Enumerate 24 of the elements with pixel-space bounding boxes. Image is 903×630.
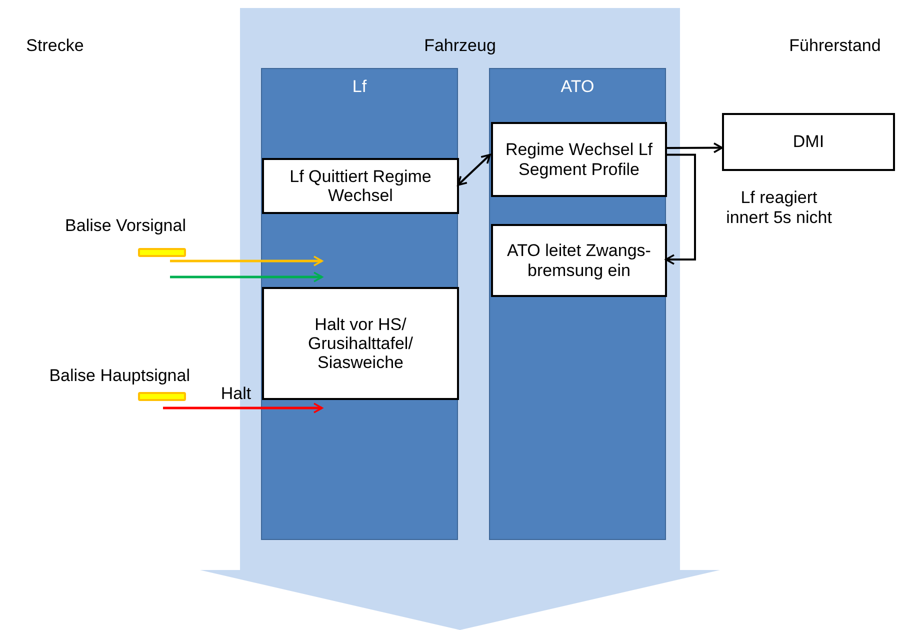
balise-label: Balise Vorsignal (64, 216, 186, 236)
process-box: Regime Wechsel Lf Segment Profile (491, 122, 667, 197)
column-title: Lf (351, 77, 368, 97)
component-column (489, 68, 666, 540)
process-box: ATO leitet Zwangs- bremsung ein (491, 224, 667, 297)
balise-label: Balise Hauptsignal (48, 366, 190, 386)
arrow (170, 256, 323, 266)
column-title: ATO (560, 77, 596, 97)
band-title: Fahrzeug (423, 36, 497, 56)
process-box: Lf Quittiert Regime Wechsel (262, 158, 459, 214)
balise-marker (138, 248, 186, 257)
arrow (170, 272, 323, 282)
process-box: DMI (722, 113, 895, 171)
process-box: Halt vor HS/ Grusihalttafel/ Siasweiche (262, 287, 459, 400)
component-column (261, 68, 458, 540)
arrow (457, 154, 491, 186)
edge-label: Halt (220, 384, 252, 404)
zone-label: Führerstand (788, 36, 882, 56)
balise-marker (138, 392, 186, 401)
arrow (666, 142, 723, 154)
zone-label: Strecke (25, 36, 85, 56)
arrow (665, 154, 696, 265)
arrow (163, 402, 323, 414)
edge-label: Lf reagiert innert 5s nicht (725, 188, 833, 228)
